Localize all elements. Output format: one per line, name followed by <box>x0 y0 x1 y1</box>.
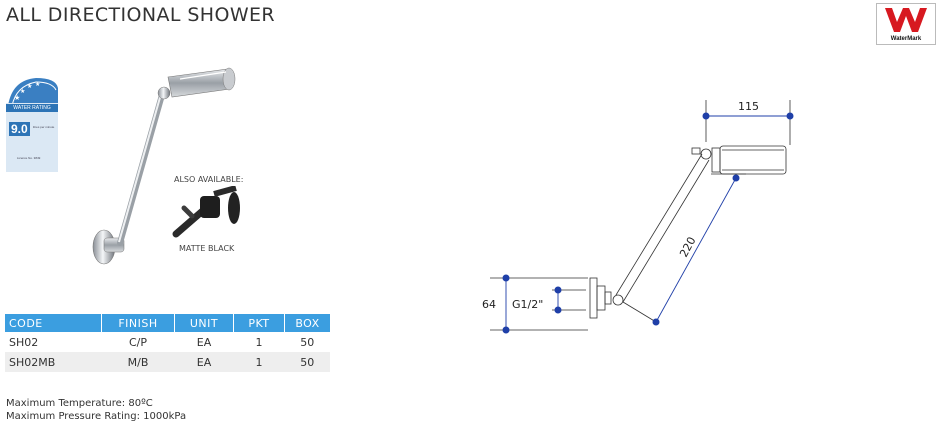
max-temperature-note: Maximum Temperature: 80ºC <box>6 398 153 409</box>
table-row: SH02MB M/B EA 1 50 <box>5 352 330 372</box>
table-cell-pkt: 1 <box>233 332 285 352</box>
water-rating-badge: ★ ★ ★ ★ WATER RATING 9.0 litres per minu… <box>6 76 58 172</box>
page-title: ALL DIRECTIONAL SHOWER <box>6 4 276 26</box>
rating-label: WATER RATING <box>6 104 58 112</box>
thread-size-label: G1/2" <box>512 298 543 311</box>
max-pressure-note: Maximum Pressure Rating: 1000kPa <box>6 411 187 422</box>
rating-unit: litres per minute <box>33 125 55 129</box>
watermark-logo: WaterMark <box>876 3 936 45</box>
dimension-flange-height: 64 <box>482 298 496 311</box>
spec-table: CODE FINISH UNIT PKT BOX SH02 C/P EA 1 5… <box>5 314 330 372</box>
column-header: UNIT <box>174 314 234 332</box>
rating-licence: Licence No. 3849 <box>17 156 41 160</box>
table-header-row: CODE FINISH UNIT PKT BOX <box>5 314 330 332</box>
column-header: FINISH <box>101 314 175 332</box>
product-photo <box>80 55 250 279</box>
column-header: BOX <box>284 314 330 332</box>
also-available-label: ALSO AVAILABLE: <box>174 175 244 184</box>
svg-text:★: ★ <box>35 81 40 88</box>
watermark-w-icon <box>885 8 927 32</box>
table-cell-pkt: 1 <box>233 352 285 372</box>
column-header: PKT <box>233 314 285 332</box>
dimension-arm-length: 220 <box>677 235 698 260</box>
svg-text:★: ★ <box>20 88 25 95</box>
table-cell-finish: M/B <box>101 352 175 372</box>
table-cell-box: 50 <box>284 332 330 352</box>
dimension-diagram: 115 64 G1/2" 220 <box>470 90 810 344</box>
column-header: CODE <box>5 314 102 332</box>
table-cell-unit: EA <box>174 332 234 352</box>
svg-text:★: ★ <box>14 94 20 102</box>
table-cell-unit: EA <box>174 352 234 372</box>
table-cell-code: SH02 <box>5 332 102 352</box>
rating-panel <box>6 103 58 172</box>
dimension-head-width: 115 <box>738 100 759 113</box>
table-cell-box: 50 <box>284 352 330 372</box>
rating-value: 9.0 <box>9 122 30 136</box>
matte-black-photo <box>170 185 242 248</box>
watermark-logo-text: WaterMark <box>890 36 922 42</box>
table-row: SH02 C/P EA 1 50 <box>5 332 330 352</box>
rating-stars-icon: ★ ★ ★ ★ <box>8 78 58 106</box>
table-cell-code: SH02MB <box>5 352 102 372</box>
svg-text:★: ★ <box>27 83 32 90</box>
matte-black-label: MATTE BLACK <box>179 244 235 253</box>
table-cell-finish: C/P <box>101 332 175 352</box>
